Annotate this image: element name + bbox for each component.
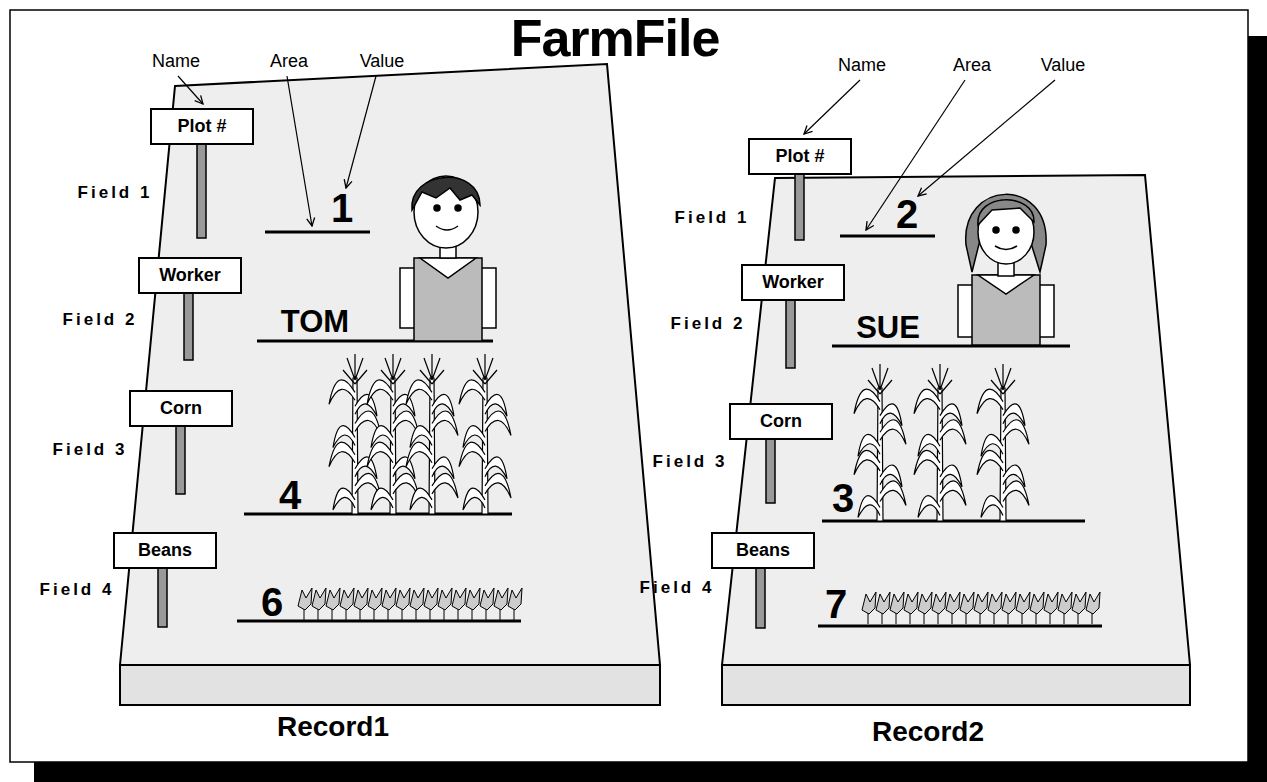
- field-value: TOM: [281, 305, 349, 339]
- field-label: Field 4: [640, 579, 715, 598]
- field-name: Beans: [126, 540, 204, 561]
- part-caption: Value: [360, 52, 405, 72]
- part-caption: Area: [953, 56, 991, 76]
- field-label: Field 2: [671, 315, 746, 334]
- worker-figure: [958, 194, 1054, 345]
- plot-slab: [120, 64, 660, 705]
- field-sign: Plot #: [150, 108, 254, 145]
- bean-row: [862, 592, 1100, 624]
- part-caption: Name: [152, 52, 200, 72]
- part-caption: Area: [270, 52, 308, 72]
- field-value: 6: [261, 580, 283, 624]
- value-area-line: [237, 232, 1102, 626]
- field-value: 3: [832, 476, 854, 520]
- field-sign: Beans: [711, 532, 815, 569]
- worker-figure: [400, 176, 496, 341]
- field-name: Plot #: [163, 116, 241, 137]
- corn-stalk: [367, 354, 419, 514]
- corn-stalk: [977, 364, 1029, 521]
- corn-stalk: [459, 354, 511, 514]
- field-sign: Worker: [741, 264, 845, 301]
- diagram-title: FarmFile: [511, 8, 720, 68]
- field-label: Field 2: [63, 311, 138, 330]
- field-value: 1: [331, 186, 353, 230]
- field-label: Field 1: [78, 184, 153, 203]
- field-name: Corn: [142, 398, 220, 419]
- field-name: Worker: [754, 272, 832, 293]
- field-sign: Plot #: [748, 138, 852, 175]
- part-caption: Name: [838, 56, 886, 76]
- sign-post: [158, 140, 804, 628]
- field-label: Field 1: [675, 209, 750, 228]
- field-sign: Worker: [138, 257, 242, 294]
- field-name: Beans: [724, 540, 802, 561]
- field-value: SUE: [856, 311, 920, 345]
- part-caption: Value: [1041, 56, 1086, 76]
- field-name: Plot #: [761, 146, 839, 167]
- field-label: Field 3: [53, 441, 128, 460]
- frame: [10, 10, 1248, 762]
- leader-line: [178, 76, 1055, 230]
- field-name: Corn: [742, 411, 820, 432]
- field-value: 2: [896, 192, 918, 236]
- plot-slab: [722, 175, 1190, 705]
- corn-stalk: [854, 364, 906, 521]
- corn-stalk: [329, 354, 381, 514]
- field-sign: Beans: [113, 532, 217, 569]
- field-name: Worker: [151, 265, 229, 286]
- field-label: Field 3: [653, 453, 728, 472]
- field-value: 7: [825, 582, 847, 626]
- field-sign: Corn: [129, 390, 233, 427]
- record-label: Record1: [277, 712, 389, 743]
- record-label: Record2: [872, 717, 984, 748]
- field-value: 4: [279, 473, 301, 517]
- corn-stalk: [914, 364, 966, 521]
- crop-plants: [298, 354, 1100, 624]
- field-label: Field 4: [40, 581, 115, 600]
- field-sign: Corn: [729, 403, 833, 440]
- corn-stalk: [406, 354, 458, 514]
- bean-row: [298, 588, 522, 620]
